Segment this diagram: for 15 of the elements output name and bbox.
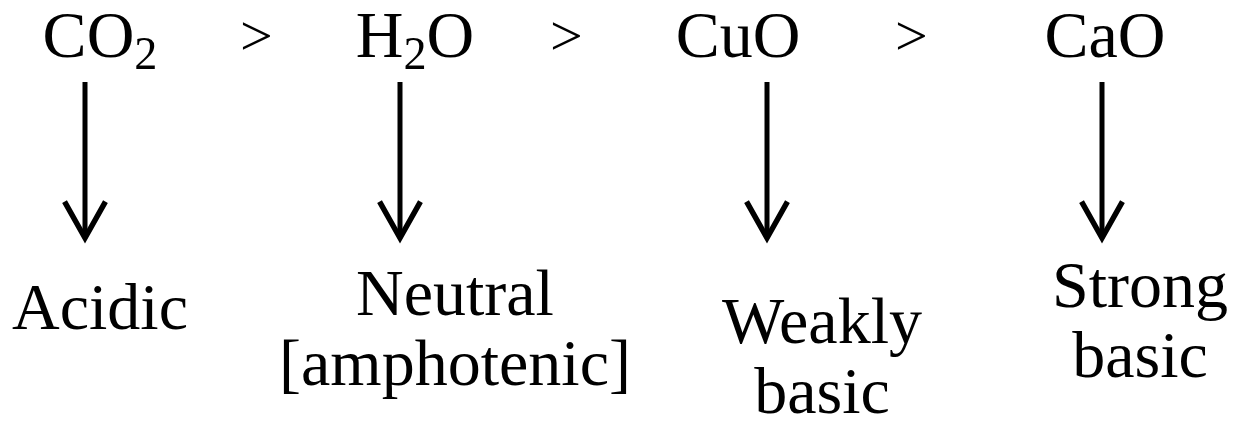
- comparison-sign: >: [895, 6, 928, 66]
- property-label: Weakly basic: [697, 286, 947, 426]
- compound-formula: CuO: [638, 0, 838, 70]
- arrow: [61, 82, 109, 241]
- property-label: Neutral [amphotenic]: [255, 258, 655, 398]
- arrow: [743, 82, 791, 241]
- comparison-sign: >: [550, 6, 583, 66]
- compound-formula: CaO: [1005, 0, 1205, 70]
- property-label: Acidic: [0, 272, 220, 342]
- compound-formula: H$_{2}$O: [315, 0, 515, 70]
- property-label: Strong basic: [1040, 250, 1237, 390]
- compound-formula: CO$_{2}$: [0, 0, 200, 70]
- comparison-sign: >: [240, 6, 273, 66]
- arrow: [1078, 82, 1126, 241]
- arrow: [376, 82, 424, 241]
